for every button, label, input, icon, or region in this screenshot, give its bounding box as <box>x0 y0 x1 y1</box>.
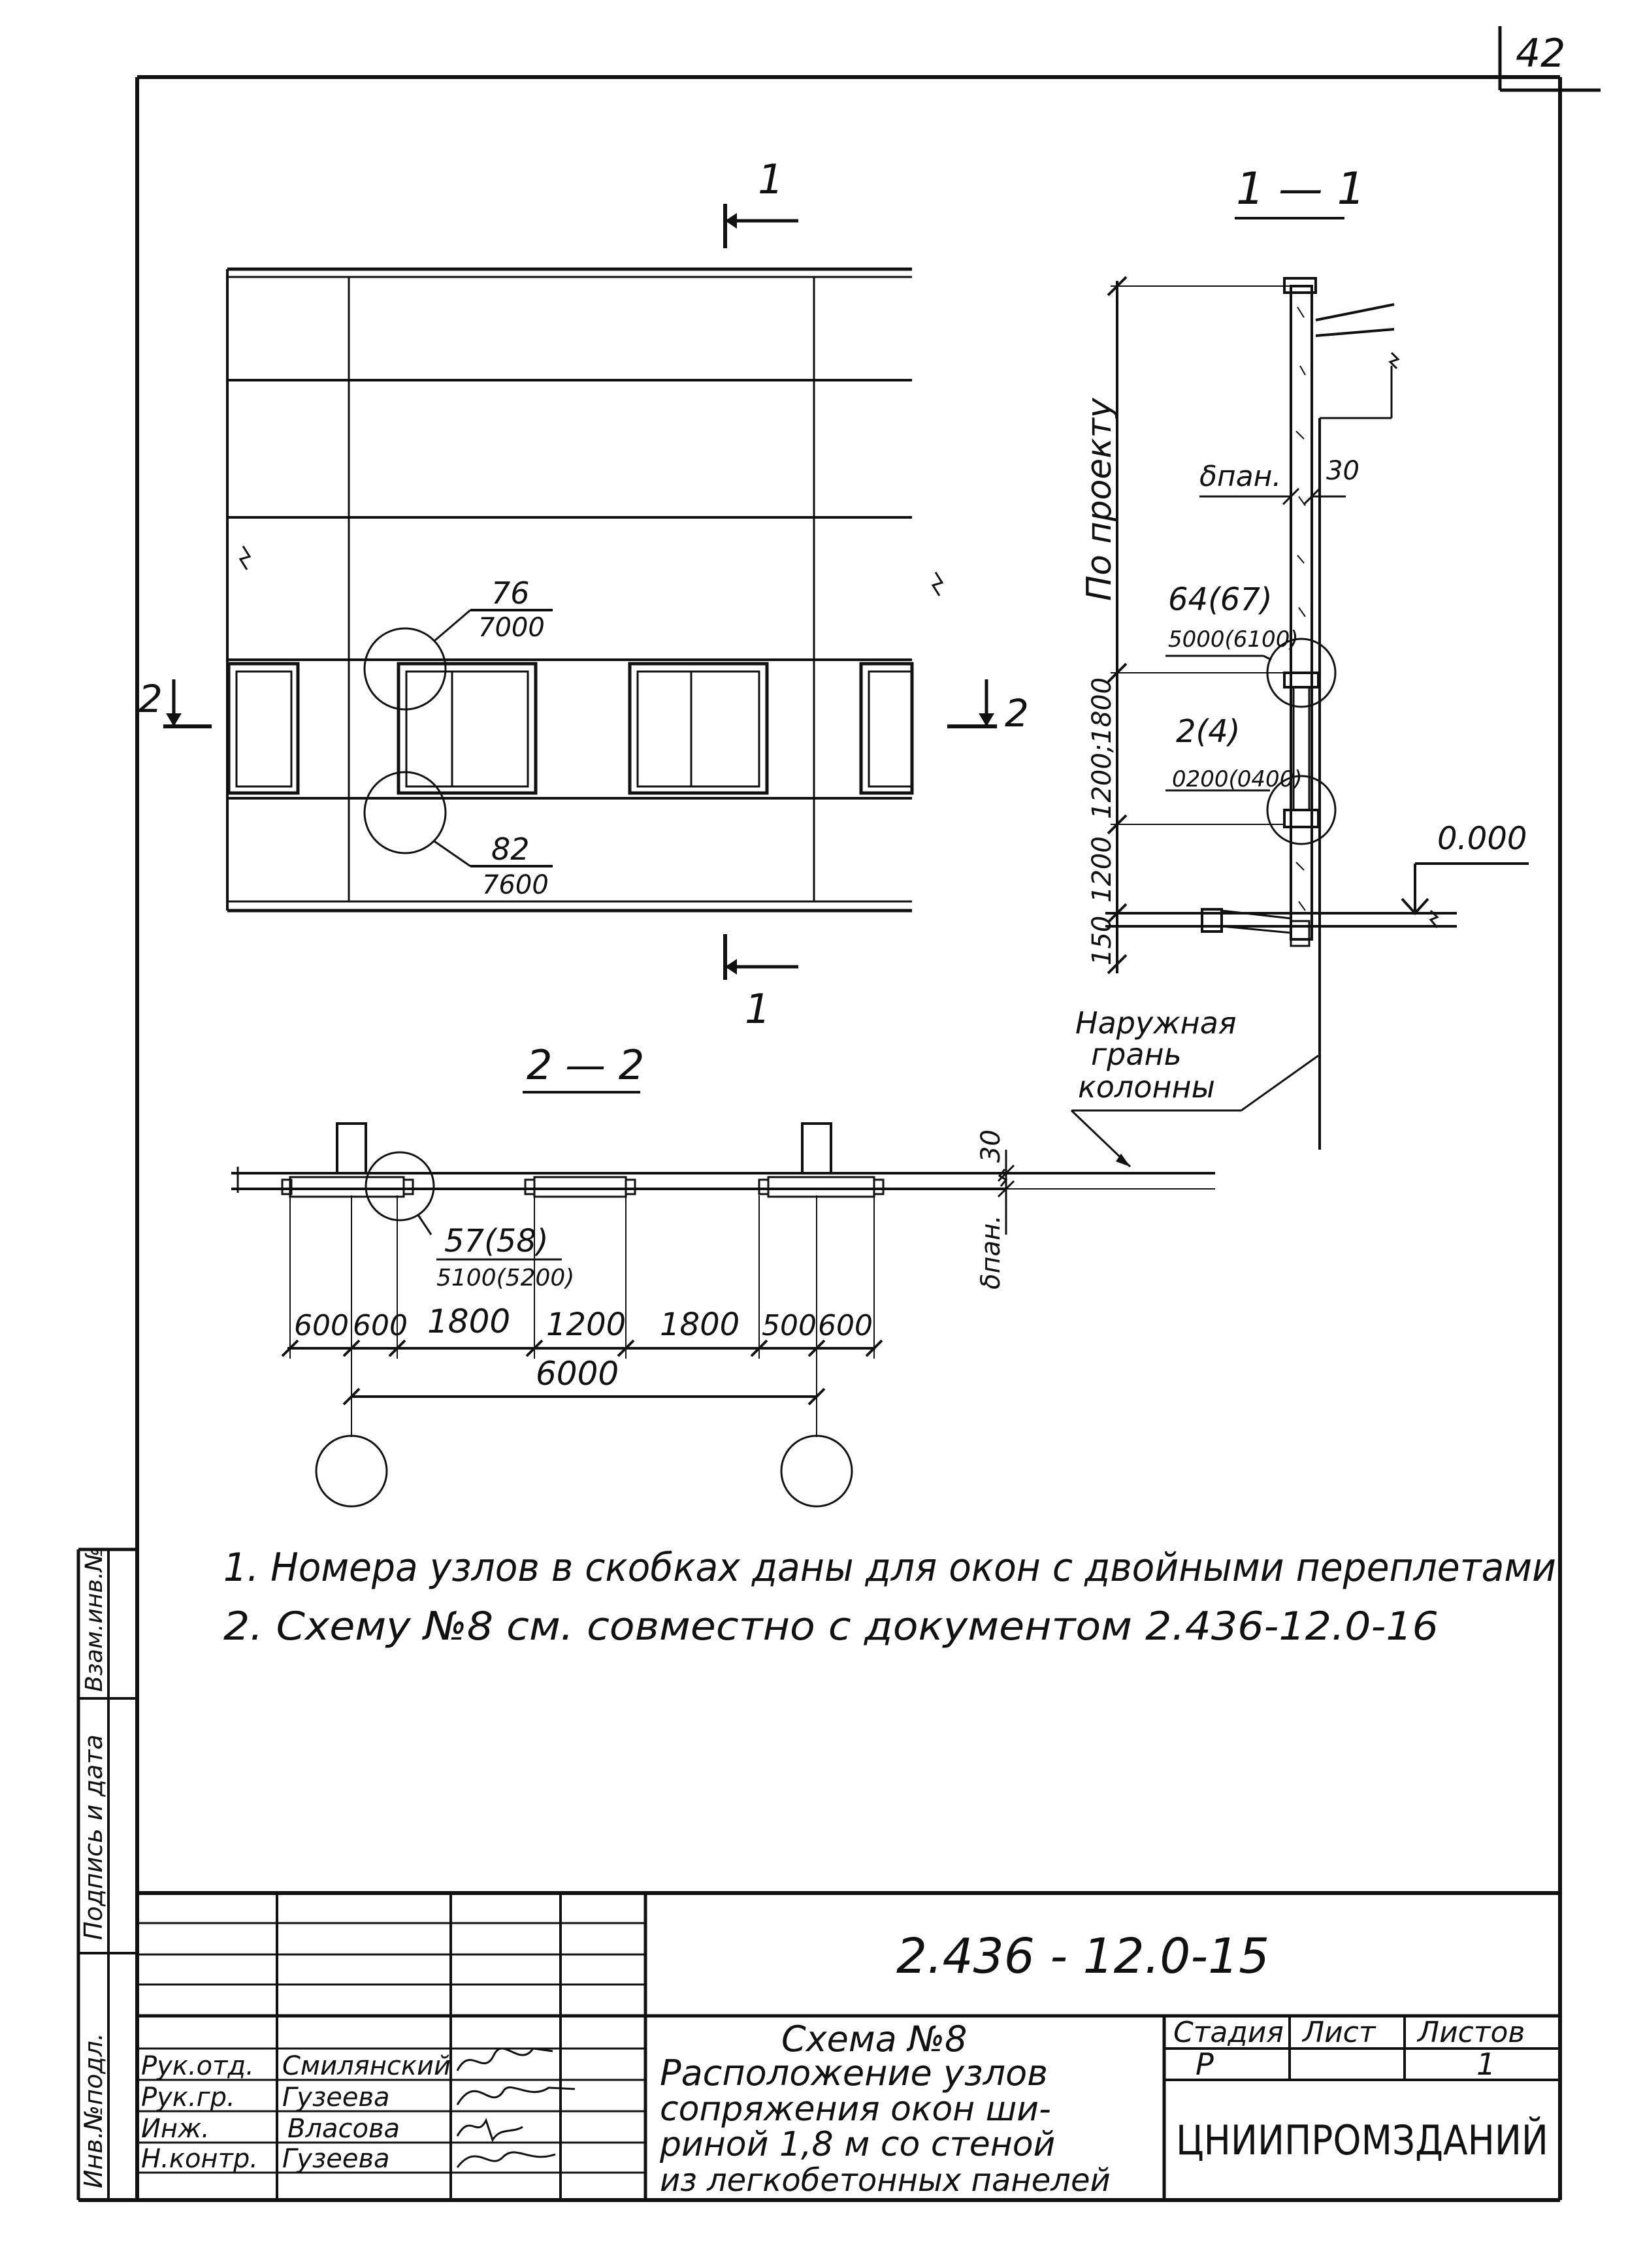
node-2-code: 0200(0400) <box>1172 766 1303 792</box>
node-circle-2 <box>1266 775 1337 845</box>
dim-1800-b: 1800 <box>660 1306 740 1343</box>
note-2: 2. Схему №8 см. совместно с документом 2… <box>223 1604 1439 1649</box>
outer-face-note-line2: грань <box>1091 1037 1182 1072</box>
node-64-code: 5000(6100) <box>1168 626 1299 653</box>
sign-role-1: Рук.отд. <box>141 2051 254 2081</box>
section-mark-2-right-label: 2 <box>1005 691 1029 736</box>
node-circle-64 <box>1266 638 1337 708</box>
node-57-code: 5100(5200) <box>436 1265 574 1291</box>
section-mark-1-bottom <box>723 934 798 980</box>
note-1: 1. Номера узлов в скобках даны для окон … <box>223 1545 1556 1591</box>
node-circle-76 <box>363 627 447 711</box>
sign-role-4: Н.контр. <box>141 2144 258 2174</box>
title-line-5: из легкобетонных панелей <box>660 2162 1111 2199</box>
sign-name-3: Власова <box>287 2114 400 2144</box>
section-mark-1-top <box>723 204 798 248</box>
dim-600-b: 600 <box>353 1309 408 1342</box>
sheet-number: 42 <box>1516 31 1565 76</box>
section-mark-2-left-label: 2 <box>138 677 163 721</box>
stage-label: Стадия <box>1173 2016 1284 2049</box>
stamp-replacement-inv: Взам.инв.№ <box>81 1547 108 1692</box>
dim-1200: 1200 <box>546 1306 626 1343</box>
stage-value: Р <box>1196 2047 1214 2082</box>
node-circle-82 <box>363 771 447 854</box>
document-code: 2.436 - 12.0-15 <box>896 1928 1269 1984</box>
section-2-2-dimension-chain <box>281 1195 883 1437</box>
dim-150: 150 <box>1087 916 1117 965</box>
outer-face-note-line3: колонны <box>1078 1069 1215 1105</box>
node-82-number: 82 <box>491 832 530 867</box>
section-mark-1-bottom-label: 1 <box>745 985 770 1033</box>
section-mark-1-top-label: 1 <box>758 155 783 203</box>
sheet-label: Лист <box>1301 2016 1376 2049</box>
axis-bubble-left <box>315 1434 388 1508</box>
facade-windows <box>227 662 914 795</box>
node-64-number: 64(67) <box>1168 581 1273 618</box>
sheets-value: 1 <box>1476 2047 1495 2082</box>
sign-name-1: Смилянский <box>282 2051 451 2081</box>
section-1-1-dim-30: 30 <box>1326 456 1359 486</box>
dim-1200: 1200 <box>1087 836 1117 903</box>
section-2-2-plan <box>231 1122 1215 1198</box>
sign-name-2: Гузеева <box>282 2082 390 2113</box>
section-2-2-dim-30: 30 <box>976 1129 1006 1163</box>
section-1-1-b-pan: δпан. <box>1199 460 1281 493</box>
node-76-number: 76 <box>491 575 530 611</box>
level-mark-label: 0.000 <box>1437 820 1527 857</box>
dim-by-project: По проекту <box>1080 397 1119 601</box>
node-76-code: 7000 <box>478 613 545 643</box>
title-line-2: Расположение узлов <box>660 2052 1048 2094</box>
axis-bubble-right <box>780 1434 853 1508</box>
sign-name-4: Гузеева <box>282 2144 390 2174</box>
node-57-number: 57(58) <box>444 1223 549 1259</box>
section-1-1-wall <box>1105 277 1457 1150</box>
dim-1200-1800: 1200;1800 <box>1087 677 1117 819</box>
dim-1800-a: 1800 <box>427 1303 510 1340</box>
handwritten-signatures <box>456 2047 576 2168</box>
side-stamp <box>76 1547 137 2200</box>
node-circle-57 <box>365 1151 435 1222</box>
section-1-1-dimension-chain <box>1107 276 1291 975</box>
section-1-1-title: 1 — 1 <box>1236 163 1365 215</box>
sheet-frame <box>78 26 1601 2202</box>
dim-600-c: 600 <box>818 1309 873 1342</box>
facade-elevation <box>226 267 944 913</box>
title-block-grid <box>137 1891 1560 2200</box>
sign-role-3: Инж. <box>141 2114 210 2144</box>
dim-500: 500 <box>762 1309 817 1342</box>
sheets-label: Листов <box>1416 2016 1525 2049</box>
node-82-code: 7600 <box>482 870 549 900</box>
dim-600-a: 600 <box>294 1309 349 1342</box>
section-2-2-title: 2 — 2 <box>527 1041 644 1089</box>
dim-6000: 6000 <box>536 1355 619 1393</box>
organization-name: ЦНИИПРОМЗДАНИЙ <box>1176 2116 1548 2164</box>
outer-face-note-line1: Наружная <box>1075 1005 1237 1041</box>
title-line-4: риной 1,8 м со стеной <box>659 2125 1055 2164</box>
section-mark-2-right <box>947 679 997 728</box>
stamp-signature-date: Подпись и дата <box>79 1734 108 1940</box>
node-2-number: 2(4) <box>1176 713 1241 750</box>
sign-role-2: Рук.гр. <box>141 2082 235 2113</box>
title-line-3: сопряжения окон ши- <box>660 2090 1051 2129</box>
section-mark-2-left <box>163 679 212 728</box>
section-2-2-b-pan: δпан. <box>976 1215 1006 1289</box>
level-mark <box>1401 862 1529 915</box>
title-line-1: Схема №8 <box>781 2018 967 2060</box>
stamp-inv-original: Инв.№подл. <box>79 2033 108 2188</box>
